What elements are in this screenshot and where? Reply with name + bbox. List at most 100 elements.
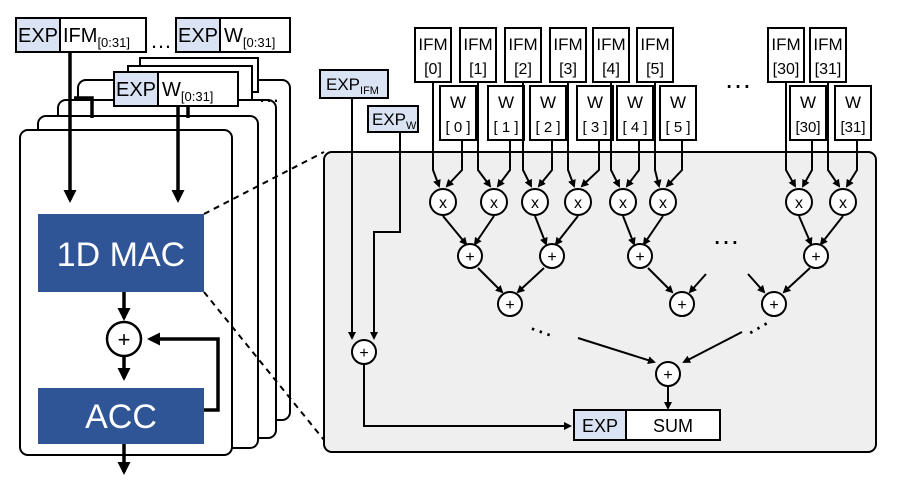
- ifm-wire-7: [827, 82, 841, 188]
- ifm-wire-0: [432, 82, 441, 188]
- multiplier-5: [649, 188, 677, 216]
- exp-ifm-label: EXPIFM: [326, 75, 379, 97]
- w-wire-6: [802, 140, 813, 188]
- w-box-index-3: [ 3 ]: [582, 119, 607, 136]
- ifm-box-label-2: IFM: [508, 35, 537, 54]
- w-box-0: [439, 85, 477, 141]
- ifm-box-label-7: IFM: [813, 35, 842, 54]
- multiplier-4: [609, 188, 637, 216]
- w-box-label-6: W: [800, 93, 816, 112]
- out-exp-label: EXP: [582, 416, 618, 436]
- w-wire-5: [665, 140, 683, 188]
- w-box-3: [576, 85, 614, 141]
- ifm-box-index-5: [5]: [646, 61, 664, 78]
- out-sum-cell: [625, 409, 721, 441]
- output-register: EXP SUM: [573, 409, 721, 441]
- multiplier-symbol-1: x: [490, 195, 498, 212]
- input-pair-0: IFM[0]W[ 0 ]x: [414, 27, 477, 216]
- ifm-box-index-1: [1]: [469, 61, 487, 78]
- w-box-index-2: [ 2 ]: [535, 119, 560, 136]
- w-box-label-1: W: [498, 93, 514, 112]
- w-box-index-1: [ 1 ]: [493, 119, 518, 136]
- w-box-label-2: W: [540, 93, 556, 112]
- w-box-label-7: W: [845, 93, 861, 112]
- w-label-front: W[0:31]: [162, 79, 213, 104]
- mac-stack-front: [19, 129, 233, 456]
- ifm-box-index-0: [0]: [424, 61, 442, 78]
- multiplier-symbol-5: x: [659, 195, 667, 212]
- w-wire-0: [445, 140, 463, 188]
- input-pair-5: IFM[5]W[ 5 ]x: [636, 27, 697, 216]
- w-box-4: [616, 85, 654, 141]
- multiplier-symbol-4: x: [619, 195, 627, 212]
- exp-ifm-box: [319, 69, 389, 99]
- exp-w-box: [367, 105, 419, 133]
- w-wire-4: [625, 140, 640, 188]
- adder-symbol-7: +: [663, 367, 672, 384]
- wire-m31-a3: [819, 215, 844, 246]
- wire-m30-a3: [798, 215, 813, 246]
- ifm-box-label-0: IFM: [418, 35, 447, 54]
- multiplier-1: [480, 188, 508, 216]
- ifm-wire-2: [522, 82, 532, 188]
- ellipsis-inputs: …: [724, 63, 752, 94]
- mac-label: 1D MAC: [57, 236, 185, 274]
- multiplier-symbol-2: x: [531, 195, 539, 212]
- adder-symbol-1: +: [547, 249, 556, 266]
- left-exp-cell: [15, 17, 61, 53]
- w-box-index-7: [31]: [840, 119, 865, 136]
- adder-nodes: ++++++++: [457, 243, 829, 387]
- exponent-path: +: [348, 98, 572, 430]
- wire-m5-a2: [642, 215, 664, 246]
- acc-block: [38, 388, 204, 444]
- input-pair-2: IFM [2] W [ 2 ] x: [504, 27, 567, 216]
- input-pair-6: IFM[30]W[30]x: [767, 27, 827, 216]
- wire-m0-a0: [442, 215, 468, 246]
- multiplier-symbol-7: x: [839, 195, 847, 212]
- input-pair-7: IFM[31]W[31]x: [809, 27, 872, 216]
- w-label-back: W[0:31]: [224, 25, 275, 50]
- wire-a1-b0: [516, 267, 545, 294]
- adder-tree-wires: [442, 215, 844, 410]
- wire-left-to-final: [577, 337, 656, 365]
- adder-symbol-5: +: [677, 297, 686, 314]
- accumulate-adder-symbol: +: [118, 327, 131, 352]
- w-wire-1: [496, 140, 511, 188]
- adder-2: [627, 243, 653, 269]
- wire-m2-a1: [534, 215, 548, 246]
- wire-a3-b2: [782, 267, 811, 294]
- adder-3: [803, 243, 829, 269]
- ifm-box-label-5: IFM: [640, 35, 669, 54]
- w-exp-label-front: EXP: [116, 79, 156, 101]
- w-box-label-3: W: [587, 93, 603, 112]
- out-sum-label: SUM: [653, 416, 693, 436]
- w-wire-2: [537, 140, 553, 188]
- w-wire-3: [580, 140, 600, 188]
- zoom-line-top: [203, 151, 325, 215]
- out-exp-cell: [573, 409, 627, 441]
- multiplier-0: [429, 188, 457, 216]
- adder-1: [539, 243, 565, 269]
- ifm-wire-3: [567, 82, 576, 188]
- wire-in-b2: [747, 273, 766, 294]
- wire-in-b1: [688, 273, 707, 294]
- input-pair-1: IFM[1]W[ 1 ]x: [459, 27, 525, 216]
- adder-0: [457, 243, 483, 269]
- multiplier-symbol-6: x: [795, 195, 803, 212]
- ifm-box-index-2: [2]: [514, 61, 532, 78]
- ellipsis-tree: …: [712, 219, 740, 250]
- zoom-line-bottom: [203, 291, 325, 441]
- multiplier-3: [564, 188, 592, 216]
- adder-symbol-6: +: [769, 297, 778, 314]
- w-box-label-5: W: [670, 93, 686, 112]
- ifm-box-label-6: IFM: [771, 35, 800, 54]
- w-box-5: [659, 85, 697, 141]
- w-exp-cell-front: [113, 71, 159, 107]
- multiplier-symbol-3: x: [574, 195, 582, 212]
- w-box-2: [529, 85, 567, 141]
- multiplier-7: [829, 188, 857, 216]
- w-wire-7: [845, 140, 858, 188]
- w-box-1: [487, 85, 525, 141]
